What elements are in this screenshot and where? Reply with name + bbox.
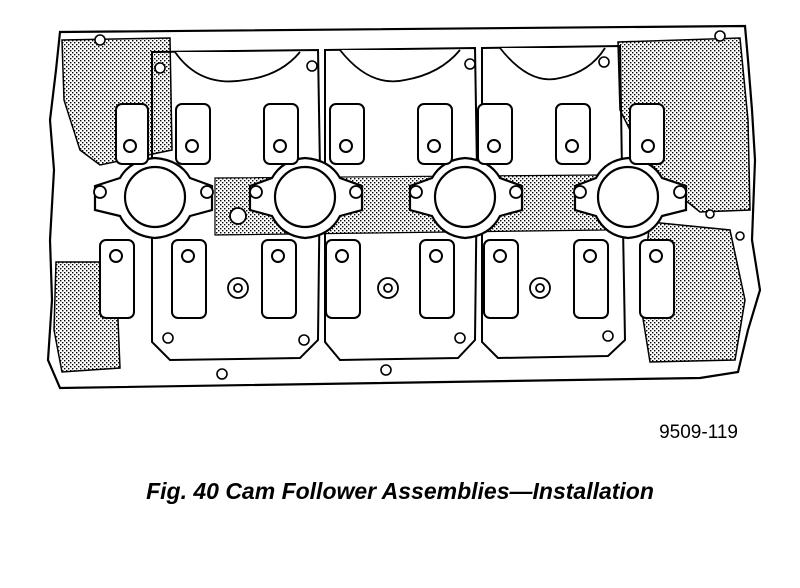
lower-cam-followers [99,239,675,319]
perimeter-bolts [94,30,745,380]
journal-bolts [93,185,687,199]
bay-frames [151,44,627,362]
figure-caption: Fig. 40 Cam Follower Assemblies—Installa… [146,478,654,504]
center-bolts [227,207,551,299]
bay-top-notches [174,47,606,83]
cam-bearing-journals [93,156,688,240]
right-end-textured [617,37,751,213]
upper-cam-followers [115,103,665,165]
figure-reference-code: 9509-119 [659,422,738,443]
